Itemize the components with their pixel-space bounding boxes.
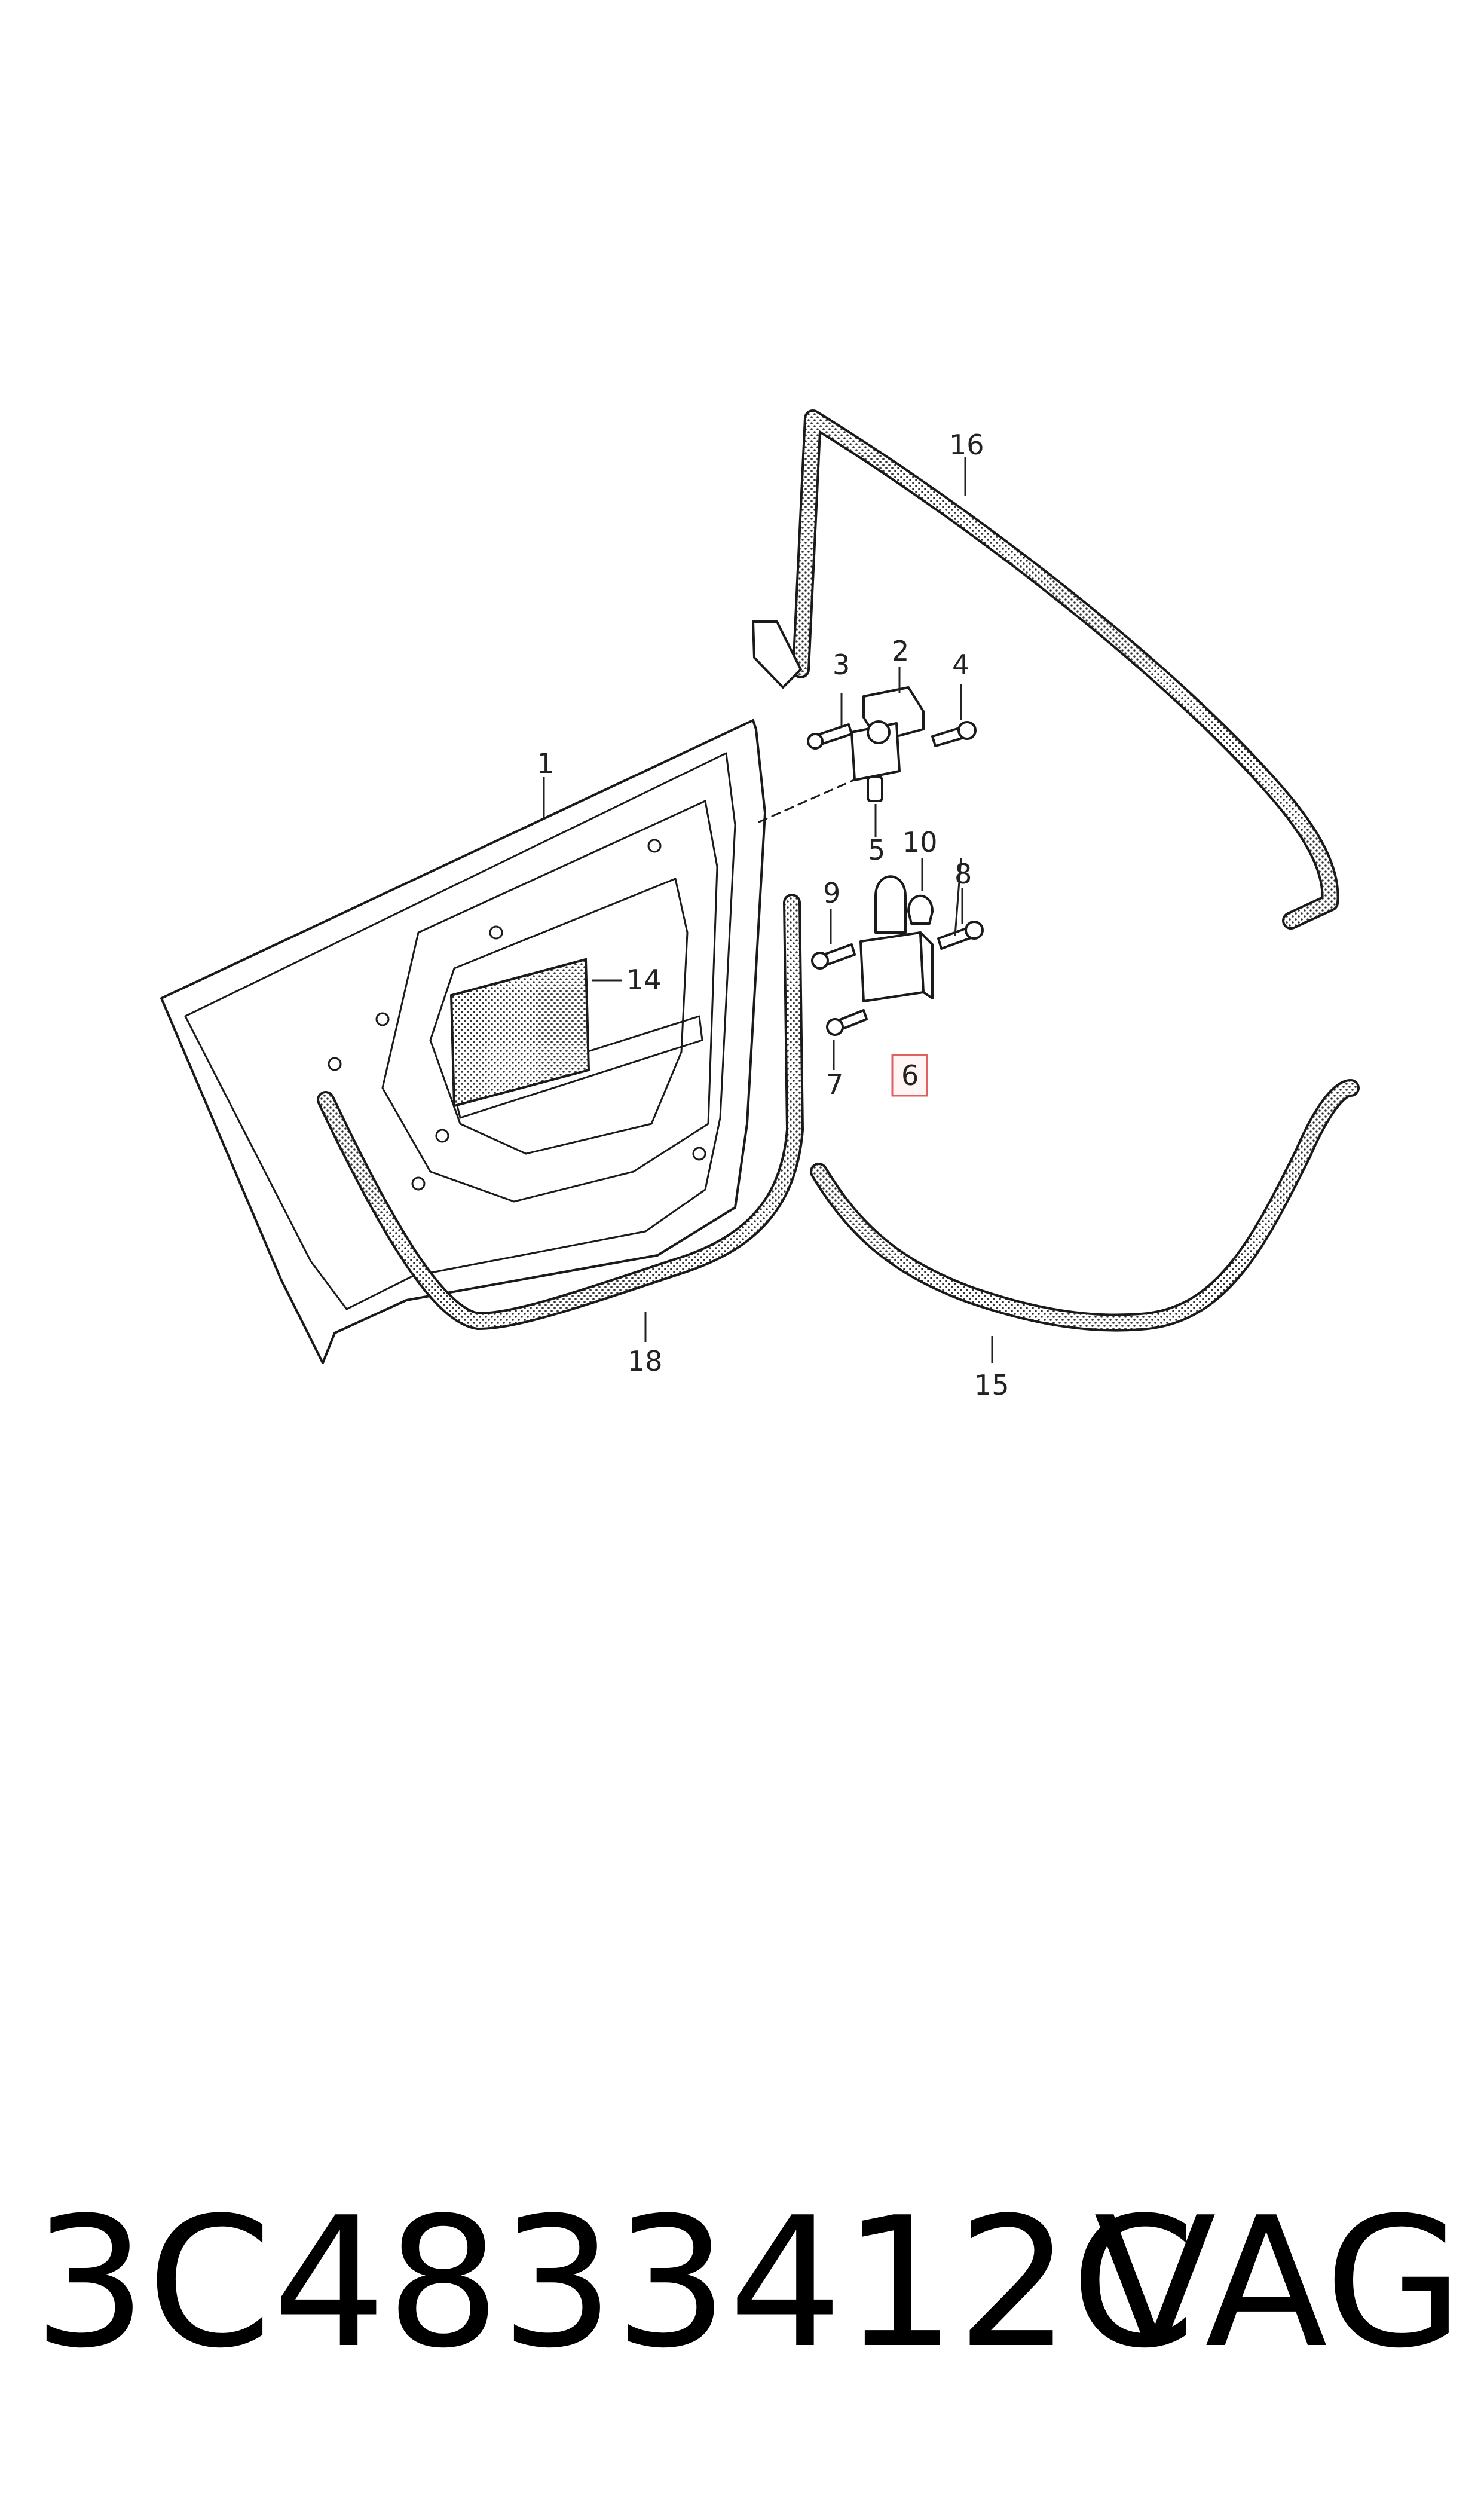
bolt-3 [807, 723, 853, 750]
callout-labels: 1 2 3 4 5 6 7 8 9 10 14 15 16 18 [537, 429, 1009, 1401]
lower-seal-15 [810, 1079, 1360, 1332]
pin-5 [867, 776, 883, 802]
callout-9: 9 [823, 877, 840, 909]
lower-hinge-6 [859, 875, 934, 1002]
callout-14: 14 [626, 964, 662, 996]
cap-10 [907, 894, 934, 925]
door-seal-18 [317, 894, 804, 1330]
part-number: 3C4833412C [33, 2179, 1196, 2387]
callout-8: 8 [954, 858, 972, 890]
callout-5: 5 [868, 834, 885, 866]
window-frame-seal-16 [752, 409, 1339, 930]
upper-hinge-2 [850, 686, 925, 781]
bolt-9 [811, 943, 856, 970]
callout-16: 16 [949, 429, 984, 461]
callout-3: 3 [833, 649, 850, 681]
bolt-4 [931, 721, 977, 747]
sound-pad-14 [449, 958, 590, 1108]
leader-lines [543, 457, 993, 1363]
bolt-8 [937, 921, 984, 950]
callout-15: 15 [974, 1369, 1009, 1401]
callout-1: 1 [537, 747, 554, 779]
callout-7: 7 [826, 1068, 843, 1100]
callout-6: 6 [901, 1059, 919, 1092]
callout-2: 2 [892, 635, 909, 667]
callout-18: 18 [628, 1345, 663, 1377]
bolt-7 [826, 1009, 868, 1036]
callout-4: 4 [952, 649, 969, 681]
highlight-box-6 [891, 1054, 928, 1097]
callout-10: 10 [902, 826, 938, 858]
brand-label: VAG [1094, 2179, 1464, 2387]
